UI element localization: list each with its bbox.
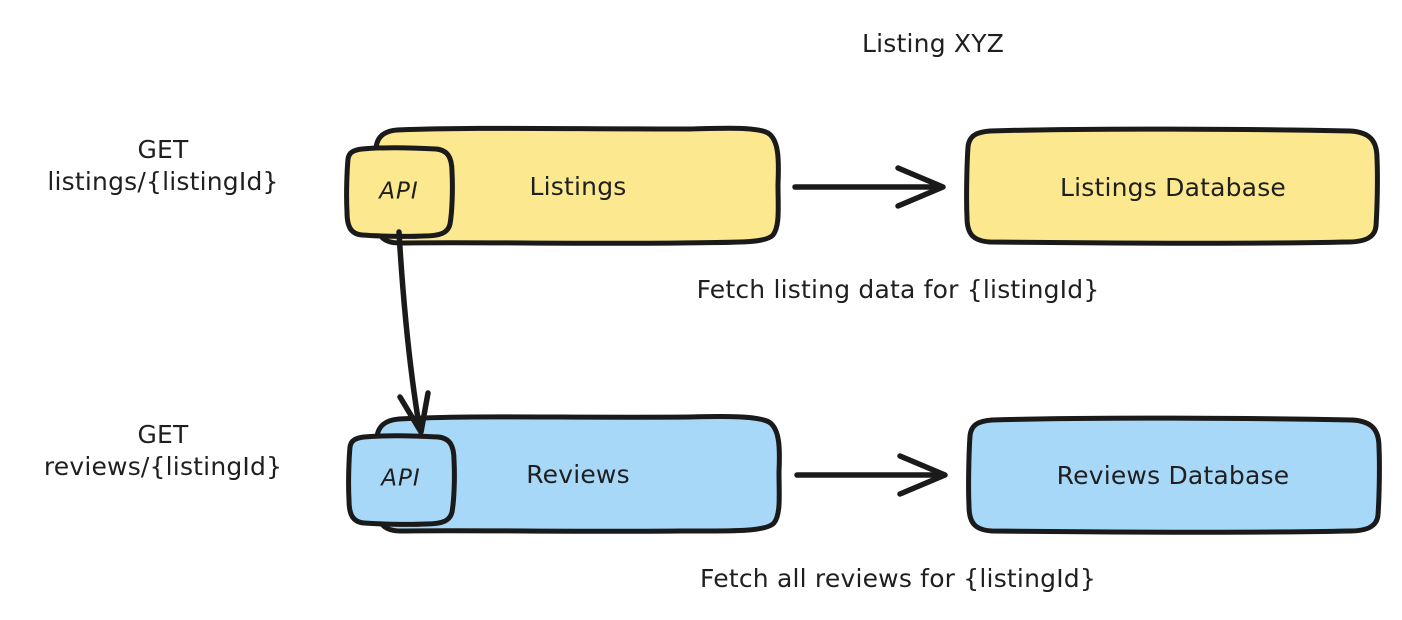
reviews-db-box — [966, 415, 1382, 535]
listings-arrow-head — [895, 165, 946, 209]
reviews-db-node[interactable] — [966, 415, 1382, 535]
reviews-api-badge[interactable] — [346, 433, 457, 527]
listings-api-badge[interactable] — [344, 145, 455, 239]
api-connector-shaft — [396, 229, 422, 428]
listings-db-node[interactable] — [964, 126, 1380, 246]
reviews-arrow-head — [897, 453, 948, 497]
listings-db-box — [964, 126, 1380, 246]
listings-api-to-reviews-api-arrow — [396, 229, 431, 435]
listings-to-listings-db-arrow — [792, 165, 946, 209]
reviews-to-reviews-db-arrow — [794, 453, 948, 497]
listings-api-badge-box — [344, 145, 455, 239]
api-connector-head — [397, 390, 431, 435]
reviews-api-badge-box — [346, 433, 457, 527]
